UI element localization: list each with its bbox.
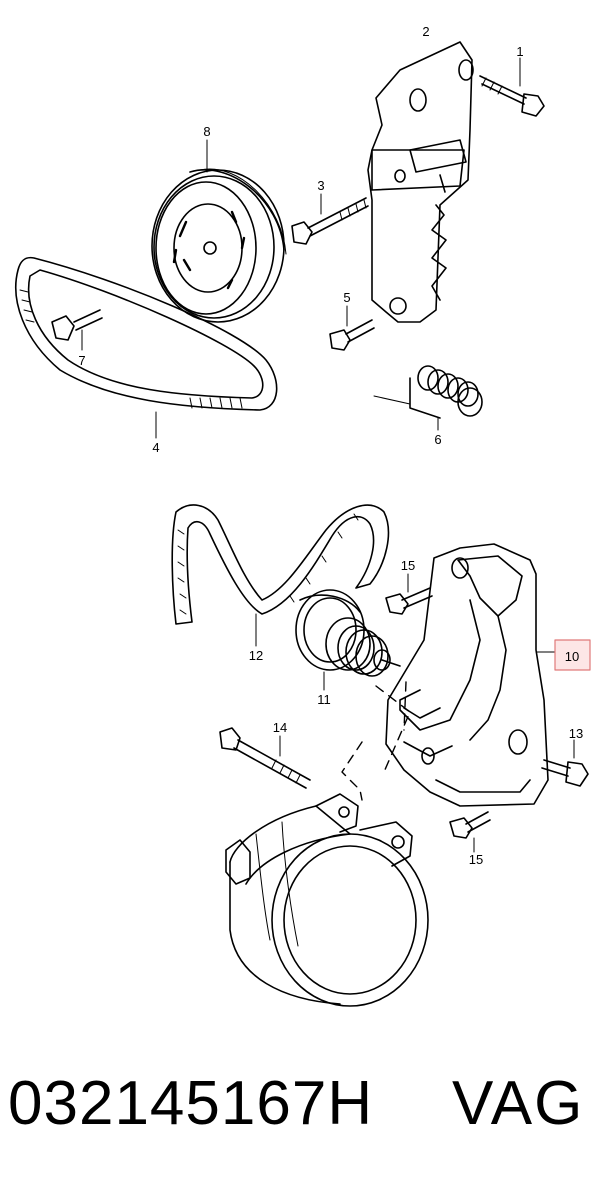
bracket-part-10 bbox=[385, 543, 556, 807]
callout-14: 14 bbox=[273, 720, 287, 735]
bolt-part-15-lower bbox=[449, 811, 491, 853]
pulley-part-8 bbox=[151, 139, 287, 323]
bolt-part-14 bbox=[219, 727, 311, 789]
bolt-part-1 bbox=[479, 57, 545, 117]
ribbed-belt-part-4 bbox=[15, 256, 278, 439]
callout-12: 12 bbox=[249, 648, 263, 663]
part-number: 032145167H bbox=[8, 1069, 374, 1138]
bolt-part-7 bbox=[51, 309, 103, 351]
callout-8: 8 bbox=[203, 124, 210, 139]
belt-part-12 bbox=[171, 504, 390, 647]
callout-5: 5 bbox=[343, 290, 350, 305]
callout-1: 1 bbox=[516, 44, 523, 59]
callout-7: 7 bbox=[78, 353, 85, 368]
bolt-part-15-upper bbox=[385, 573, 433, 615]
callout-15-upper: 15 bbox=[401, 558, 415, 573]
callout-3: 3 bbox=[317, 178, 324, 193]
assembly-guide-lines bbox=[341, 681, 411, 801]
callout-6: 6 bbox=[434, 432, 441, 447]
bracket-part-2 bbox=[367, 41, 474, 323]
callout-10-highlight bbox=[554, 639, 591, 671]
alternator bbox=[225, 793, 429, 1007]
tensioner-part-11 bbox=[295, 589, 401, 691]
callout-15-lower: 15 bbox=[469, 852, 483, 867]
callout-13: 13 bbox=[569, 726, 583, 741]
spring-part-6 bbox=[373, 365, 483, 431]
callout-2: 2 bbox=[422, 24, 429, 39]
bolt-part-3 bbox=[291, 193, 369, 245]
bolt-part-13 bbox=[541, 739, 589, 787]
manufacturer-name: VAG bbox=[452, 1069, 585, 1138]
footer: 032145167H VAG bbox=[0, 1060, 600, 1170]
bolt-part-5 bbox=[329, 305, 375, 351]
callout-10: 10 bbox=[565, 649, 579, 664]
callout-11: 11 bbox=[317, 692, 331, 707]
callout-4: 4 bbox=[152, 440, 159, 455]
